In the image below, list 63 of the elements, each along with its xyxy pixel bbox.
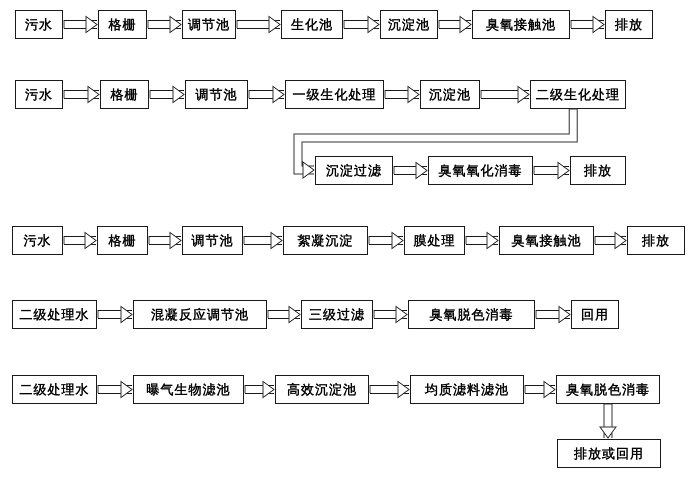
process-box: 排放或回用 <box>557 439 661 468</box>
arrow <box>98 306 132 323</box>
arrow <box>374 306 408 323</box>
process-box: 絮凝沉淀 <box>283 226 368 255</box>
arrow <box>384 86 420 103</box>
process-box: 调节池 <box>182 226 243 255</box>
arrow <box>438 16 472 33</box>
process-box: 混凝反应调节池 <box>133 300 267 329</box>
process-box: 排放 <box>570 156 626 185</box>
process-box: 臭氧氧化消毒 <box>428 156 533 185</box>
arrow <box>570 16 604 33</box>
process-box: 均质滤料滤池 <box>410 375 524 404</box>
process-box: 格栅 <box>97 226 148 255</box>
process-box: 格栅 <box>100 80 149 109</box>
arrow <box>236 16 280 33</box>
arrow <box>148 232 182 249</box>
arrow <box>480 86 530 103</box>
arrow <box>244 381 274 398</box>
arrow <box>594 232 626 249</box>
arrow <box>98 381 132 398</box>
arrow <box>466 232 498 249</box>
arrow <box>244 232 282 249</box>
process-box: 调节池 <box>185 80 248 109</box>
process-box: 沉淀池 <box>420 80 480 109</box>
arrow <box>294 108 578 178</box>
process-box: 二级处理水 <box>12 300 97 329</box>
process-box: 回用 <box>571 300 619 329</box>
process-box: 二级处理水 <box>12 375 97 404</box>
process-box: 排放 <box>627 226 685 255</box>
process-box: 臭氧接触池 <box>499 226 594 255</box>
process-box: 膜处理 <box>404 226 465 255</box>
process-box: 沉淀过滤 <box>315 156 393 185</box>
process-box: 沉淀池 <box>380 10 438 39</box>
process-box: 一级生化处理 <box>285 80 384 109</box>
process-box: 臭氧脱色消毒 <box>408 300 535 329</box>
arrow <box>344 16 380 33</box>
arrow <box>534 162 570 179</box>
arrow <box>268 306 300 323</box>
arrow <box>64 232 96 249</box>
process-box: 三级过滤 <box>301 300 373 329</box>
arrow <box>148 16 182 33</box>
process-box: 污水 <box>15 80 63 109</box>
process-box: 臭氧接触池 <box>472 10 570 39</box>
arrow <box>536 306 570 323</box>
arrow <box>370 381 410 398</box>
arrow <box>368 232 404 249</box>
process-box: 曝气生物滤池 <box>133 375 244 404</box>
process-box: 污水 <box>15 10 63 39</box>
process-box: 排放 <box>605 10 653 39</box>
process-box: 调节池 <box>182 10 236 39</box>
arrow <box>64 16 98 33</box>
process-box: 臭氧脱色消毒 <box>556 375 660 404</box>
arrow <box>64 86 100 103</box>
process-box: 格栅 <box>98 10 147 39</box>
arrow <box>524 381 556 398</box>
process-box: 污水 <box>12 226 63 255</box>
process-box: 高效沉淀池 <box>275 375 369 404</box>
arrow <box>600 404 616 438</box>
arrow <box>150 86 184 103</box>
arrow <box>394 162 428 179</box>
process-box: 二级生化处理 <box>530 80 626 109</box>
process-box: 生化池 <box>281 10 343 39</box>
arrow <box>248 86 284 103</box>
